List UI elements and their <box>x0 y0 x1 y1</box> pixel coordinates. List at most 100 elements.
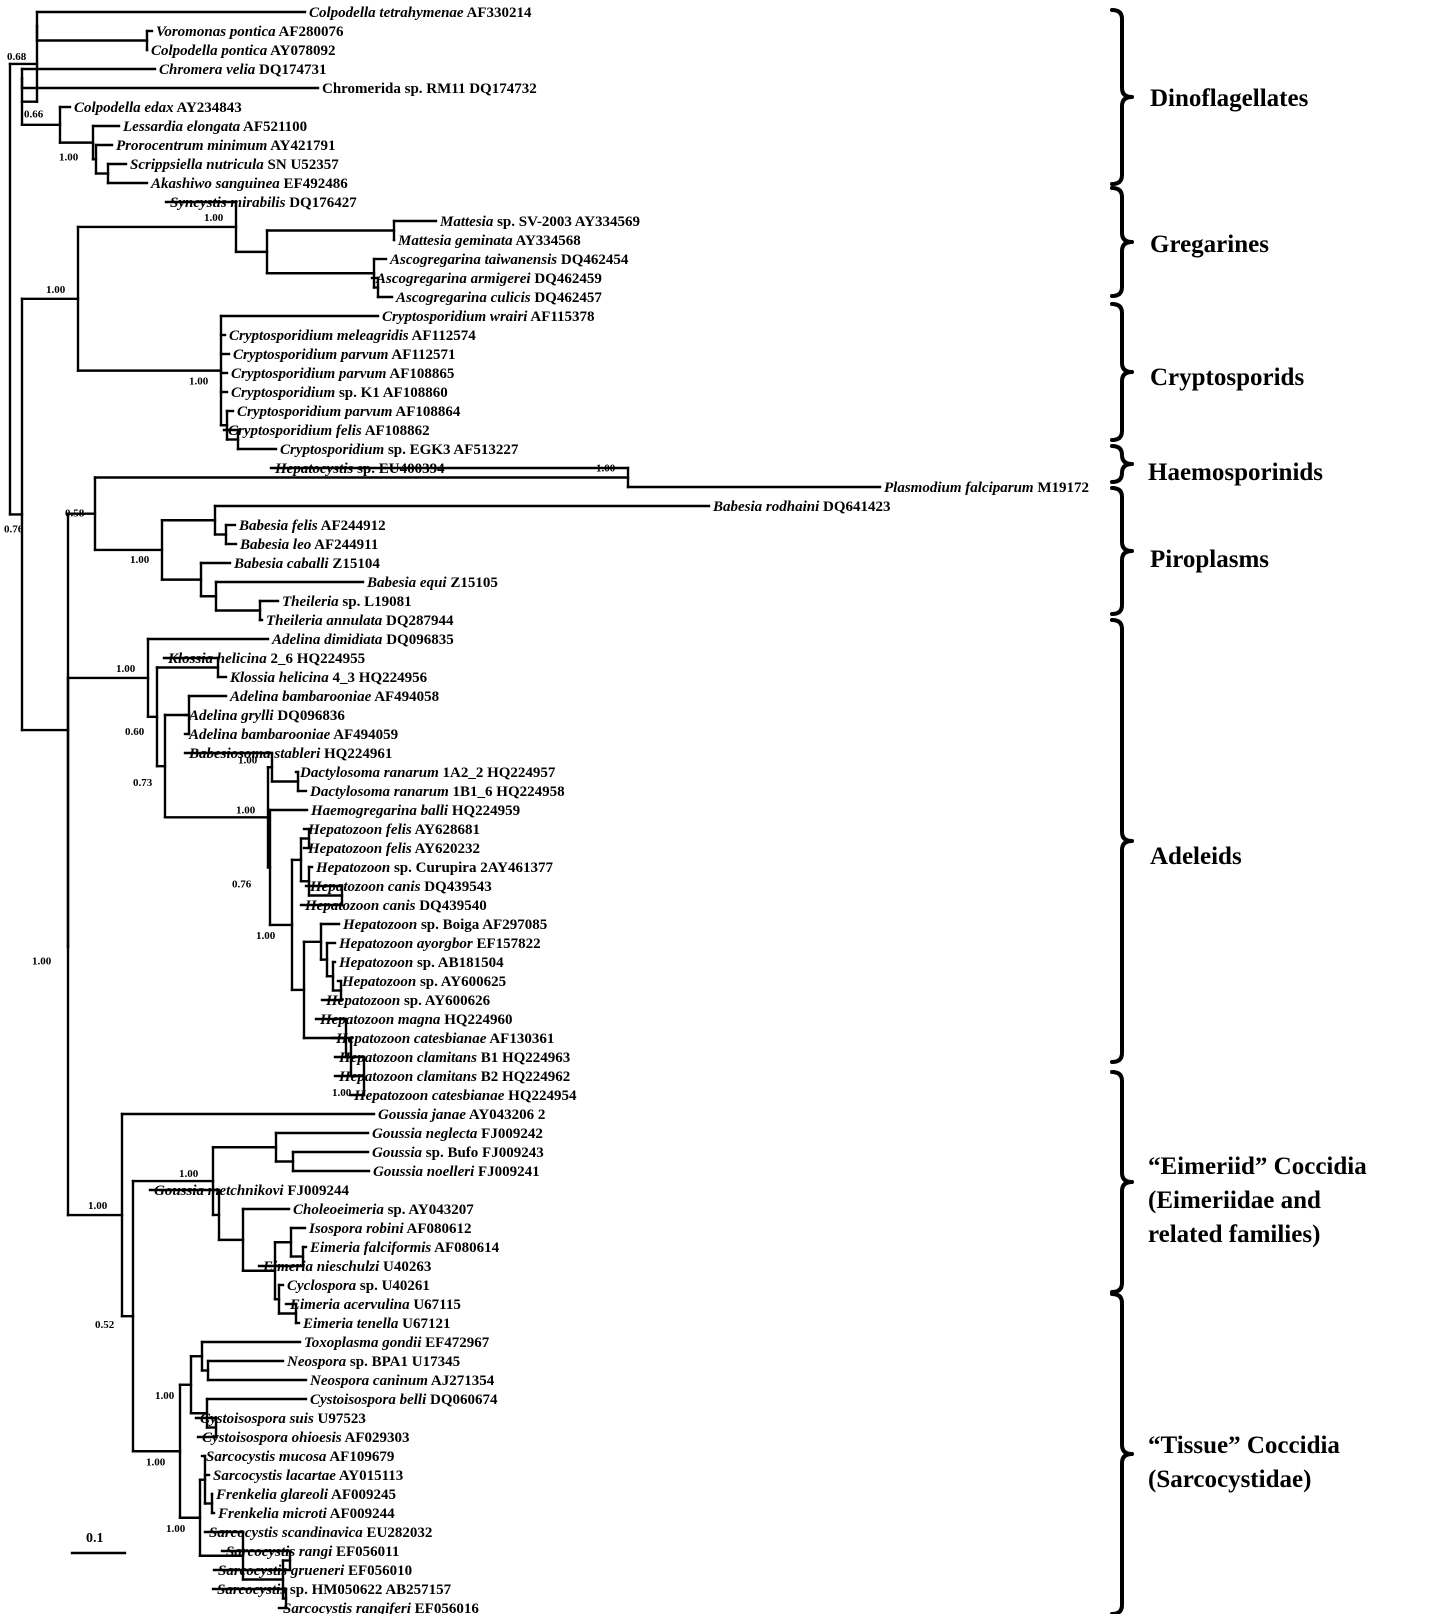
support-value: 1.00 <box>189 376 209 388</box>
support-value: 1.00 <box>155 1390 175 1402</box>
leaf-label: Ascogregarina culicis DQ462457 <box>395 290 602 306</box>
leaf-genus: Hepatozoon <box>341 974 416 990</box>
leaf-genus: Cryptosporidium parvum <box>233 347 388 363</box>
leaf-label: Akashiwo sanguinea EF492486 <box>150 176 348 192</box>
leaf-accession: sp. EU400394 <box>353 461 445 477</box>
leaf-genus: Isospora robini <box>308 1221 404 1237</box>
leaf-accession: 1B1_6 HQ224958 <box>449 784 565 800</box>
leaf-label: Cryptosporidium parvum AF108864 <box>237 404 461 420</box>
clade-brace <box>1110 8 1134 186</box>
leaf-genus: Hepatozoon catesbianae <box>335 1031 487 1047</box>
leaf-genus: Adelina bambarooniae <box>188 727 331 743</box>
leaf-label: Klossia helicina 4_3 HQ224956 <box>229 670 428 686</box>
leaf-label: Plasmodium falciparum M19172 <box>884 480 1089 496</box>
clade-brace <box>1110 1070 1134 1294</box>
leaf-genus: Hepatozoon clamitans <box>338 1069 477 1085</box>
leaf-label: Goussia metchnikovi FJ009244 <box>154 1183 350 1199</box>
clade-brace <box>1110 618 1134 1064</box>
leaf-genus: Goussia neglecta <box>372 1126 478 1142</box>
clade-label: Dinoflagellates <box>1150 85 1309 112</box>
leaf-label: Hepatozoon magna HQ224960 <box>319 1012 513 1028</box>
leaf-label: Hepatozoon sp. Curupira 2AY461377 <box>315 860 553 876</box>
leaf-accession: AF244911 <box>311 537 378 553</box>
leaf-label: Hepatozoon catesbianae HQ224954 <box>353 1088 577 1104</box>
leaf-accession: AF109679 <box>326 1449 394 1465</box>
leaf-accession: U67121 <box>398 1316 450 1332</box>
leaf-genus: Hepatozoon <box>315 860 390 876</box>
support-value: 1.00 <box>204 212 224 224</box>
leaf-accession: AF244912 <box>318 518 386 534</box>
support-value: 0.66 <box>24 109 44 121</box>
leaf-genus: Sarcocystis lacartae <box>213 1468 336 1484</box>
leaf-label: Choleoeimeria sp. AY043207 <box>293 1202 474 1218</box>
clade-label: related families) <box>1148 1221 1320 1248</box>
leaf-genus: Colpodella pontica <box>151 43 268 59</box>
leaf-accession: FJ009241 <box>474 1164 539 1180</box>
leaf-label: Sarcocystis scandinavica EU282032 <box>209 1525 432 1541</box>
leaf-accession: AF521100 <box>240 119 307 135</box>
leaf-label: Cystoisospora suis U97523 <box>200 1411 366 1427</box>
leaf-label: Scrippsiella nutricula SN U52357 <box>130 157 339 173</box>
leaf-label: Cryptosporidium meleagridis AF112574 <box>229 328 476 344</box>
leaf-label: Klossia helicina 2_6 HQ224955 <box>167 651 365 667</box>
clade-label: “Eimeriid” Coccidia <box>1148 1153 1367 1180</box>
leaf-label: Hepatozoon canis DQ439543 <box>309 879 492 895</box>
leaf-genus: Cryptosporidium wrairi <box>382 309 528 325</box>
leaf-genus: Plasmodium falciparum <box>884 480 1034 496</box>
leaf-accession: AY015113 <box>336 1468 403 1484</box>
leaf-label: Hepatozoon sp. AY600625 <box>341 974 506 990</box>
leaf-genus: Lessardia elongata <box>122 119 241 135</box>
leaf-genus: Voromonas pontica <box>156 24 276 40</box>
leaf-label: Dactylosoma ranarum 1B1_6 HQ224958 <box>309 784 565 800</box>
leaf-genus: Ascogregarina taiwanensis <box>389 252 557 268</box>
leaf-accession: FJ009244 <box>284 1183 350 1199</box>
leaf-accession: AY043206 2 <box>466 1107 545 1123</box>
clade-label: Piroplasms <box>1150 546 1269 573</box>
leaf-genus: Chromera velia <box>159 62 256 78</box>
clade-haemosporinids: Haemosporinids <box>1110 444 1323 486</box>
leaf-genus: Ascogregarina culicis <box>395 290 531 306</box>
clade-adeleids: Adeleids <box>1110 618 1242 1064</box>
clade-brace <box>1110 186 1134 298</box>
leaf-label: Hepatozoon catesbianae AF130361 <box>335 1031 554 1047</box>
leaf-label: Hepatozoon clamitans B2 HQ224962 <box>338 1069 570 1085</box>
leaf-accession: Z15104 <box>329 556 381 572</box>
leaf-accession: DQ176427 <box>285 195 357 211</box>
leaf-accession: AY628681 <box>412 822 480 838</box>
leaf-accession: AF009244 <box>327 1506 395 1522</box>
leaf-accession: AF080612 <box>404 1221 472 1237</box>
leaf-accession: DQ462457 <box>531 290 603 306</box>
leaf-label: Mattesia sp. SV-2003 AY334569 <box>439 214 640 230</box>
leaf-genus: Mattesia <box>439 214 494 230</box>
leaf-genus: Hepatozoon clamitans <box>338 1050 477 1066</box>
leaf-label: Colpodella tetrahymenae AF330214 <box>309 5 532 21</box>
leaf-labels: Colpodella tetrahymenae AF330214Voromona… <box>74 5 1089 1614</box>
leaf-label: Goussia noelleri FJ009241 <box>373 1164 540 1180</box>
clade-cryptosporids: Cryptosporids <box>1110 302 1304 442</box>
leaf-genus: Sarcocystis rangi <box>226 1544 333 1560</box>
leaf-label: Cryptosporidium sp. K1 AF108860 <box>231 385 448 401</box>
leaf-genus: Cryptosporidium <box>280 442 384 458</box>
leaf-genus: Babesia leo <box>239 537 311 553</box>
leaf-label: Ascogregarina armigerei DQ462459 <box>375 271 602 287</box>
leaf-label: Babesia leo AF244911 <box>239 537 378 553</box>
clade-label: (Eimeriidae and <box>1148 1187 1321 1214</box>
support-value: 1.00 <box>236 804 256 816</box>
leaf-accession: DQ641423 <box>819 499 890 515</box>
leaf-genus: Hepatozoon ayorgbor <box>338 936 473 952</box>
clade-brace <box>1110 302 1134 442</box>
leaf-genus: Theileria annulata <box>266 613 383 629</box>
leaf-accession: HQ224961 <box>320 746 392 762</box>
leaf-accession: sp. AY600625 <box>416 974 506 990</box>
leaf-genus: Neospora <box>286 1354 347 1370</box>
leaf-accession: AY620232 <box>412 841 480 857</box>
support-value: 0.60 <box>125 726 145 738</box>
leaf-label: Cyclospora sp. U40261 <box>287 1278 430 1294</box>
leaf-label: Eimeria acervulina U67115 <box>289 1297 461 1313</box>
leaf-label: Colpodella pontica AY078092 <box>151 43 335 59</box>
leaf-accession: AF115378 <box>527 309 594 325</box>
support-value: 0.73 <box>133 777 153 789</box>
leaf-accession: EF492486 <box>280 176 348 192</box>
leaf-accession: HQ224960 <box>440 1012 512 1028</box>
support-value: 0.76 <box>232 878 252 890</box>
